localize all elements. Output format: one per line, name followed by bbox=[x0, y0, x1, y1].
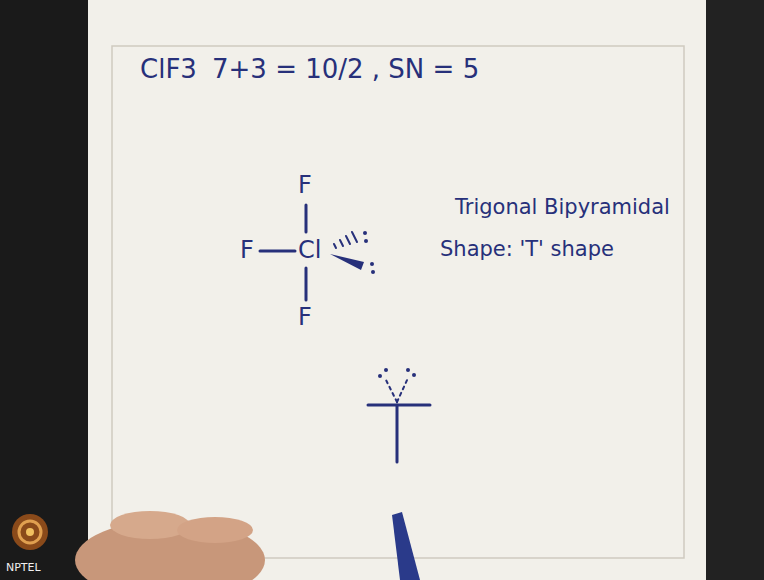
formula: ClF3 bbox=[140, 55, 197, 84]
lone-pair-dots bbox=[363, 231, 375, 274]
lone-pair-dots bbox=[378, 368, 416, 378]
atom-label: F bbox=[298, 304, 312, 330]
logo-text: NPTEL bbox=[6, 562, 41, 574]
hand bbox=[75, 511, 265, 580]
bond bbox=[260, 250, 295, 253]
marker-pen bbox=[392, 512, 420, 580]
solid-wedge bbox=[330, 254, 364, 270]
t-shape-sketch bbox=[368, 378, 430, 462]
atom-label: F bbox=[298, 172, 312, 198]
bond bbox=[305, 268, 308, 300]
dark-margin bbox=[0, 0, 88, 580]
shape-note: Shape: 'T' shape bbox=[440, 238, 614, 261]
dark-margin bbox=[706, 0, 764, 580]
atom-label: F bbox=[240, 237, 254, 263]
nptel-logo bbox=[12, 514, 48, 550]
bond bbox=[305, 205, 308, 232]
hashed-wedge bbox=[334, 232, 357, 248]
atom-label: Cl bbox=[298, 237, 321, 263]
paper bbox=[88, 0, 706, 580]
electron-count: 7+3 = 10/2 , SN = 5 bbox=[212, 55, 479, 84]
geometry-note: Trigonal Bipyramidal bbox=[455, 196, 670, 219]
paper-frame bbox=[112, 46, 684, 558]
